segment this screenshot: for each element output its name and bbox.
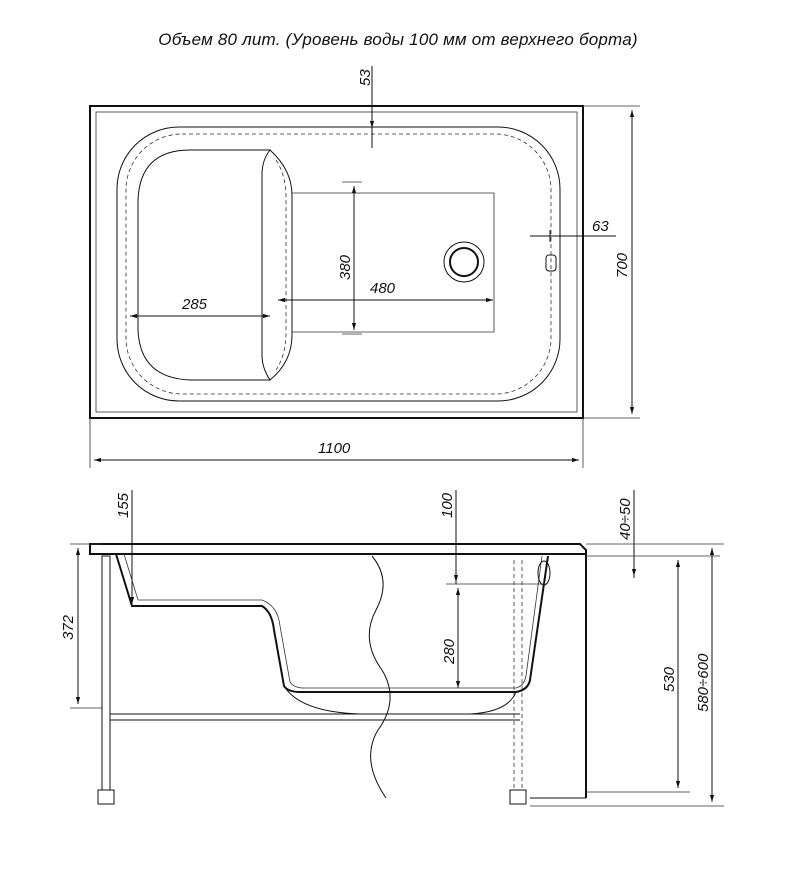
dim-seat-height-total: 372 bbox=[60, 614, 77, 640]
seat-step-edge bbox=[269, 149, 293, 381]
seat-step-dashed bbox=[275, 159, 287, 371]
seat-outline bbox=[137, 149, 272, 381]
drain-inner bbox=[449, 247, 479, 277]
dim-seat-length: 285 bbox=[181, 296, 208, 313]
dim-water-depth: 280 bbox=[441, 638, 458, 665]
dim-depth: 700 bbox=[614, 252, 631, 278]
dim-inner-width: 380 bbox=[337, 254, 354, 280]
tub-inner-rim bbox=[95, 111, 578, 413]
tub-outer-rim bbox=[89, 105, 584, 419]
overflow-side bbox=[537, 560, 551, 586]
dim-length: 1100 bbox=[318, 440, 351, 457]
bowl-profile-inner bbox=[123, 553, 543, 689]
bowl-outline-dashed bbox=[125, 133, 552, 395]
right-foot bbox=[509, 789, 527, 805]
bowl-profile bbox=[115, 553, 549, 693]
bowl-bottom bbox=[283, 685, 517, 715]
left-foot bbox=[97, 789, 115, 805]
top-view: 53 63 700 380 480 285 1100 bbox=[89, 66, 640, 468]
bowl-outline bbox=[116, 126, 561, 402]
dim-overflow: 63 bbox=[592, 218, 609, 235]
dim-seat-height: 155 bbox=[115, 492, 132, 518]
page-title: Объем 80 лит. (Уровень воды 100 мм от ве… bbox=[158, 30, 638, 49]
dim-inner-length: 480 bbox=[370, 280, 396, 297]
overflow-hole bbox=[545, 254, 557, 272]
drain-outer bbox=[443, 241, 485, 283]
dim-total-height: 580÷600 bbox=[695, 653, 712, 712]
bottom-area bbox=[292, 192, 495, 333]
dim-rim-top: 53 bbox=[357, 69, 374, 86]
dim-water-level: 100 bbox=[439, 492, 456, 518]
left-leg bbox=[101, 555, 111, 791]
dim-body-height: 530 bbox=[661, 666, 678, 692]
side-rim bbox=[89, 543, 587, 555]
side-view: 155 100 40÷50 372 280 530 580÷600 bbox=[60, 490, 724, 807]
dim-rim-thickness: 40÷50 bbox=[617, 498, 634, 540]
break-line bbox=[368, 555, 391, 799]
